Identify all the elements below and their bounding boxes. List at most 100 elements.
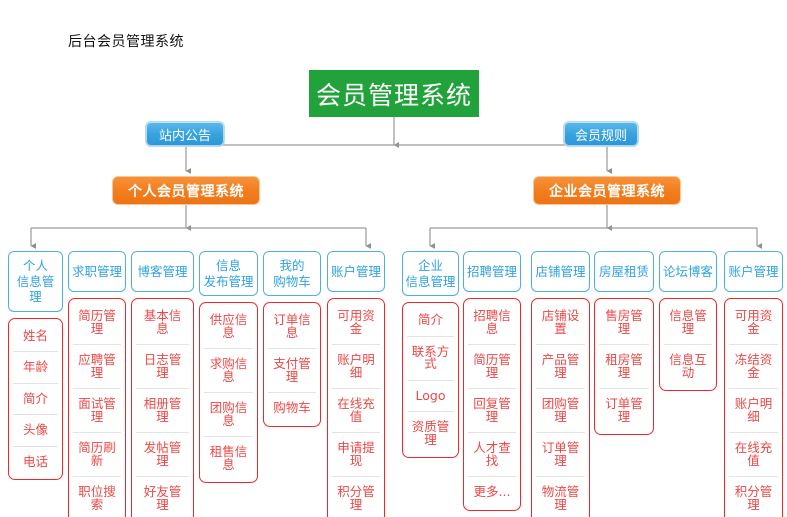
column-header[interactable]: 博客管理 [131, 251, 194, 292]
column-header-line: 企业 [417, 258, 443, 273]
list-item[interactable]: 积分管理 [332, 476, 380, 517]
list-item[interactable]: 订单管理 [599, 388, 649, 432]
list-item[interactable]: 产品管理 [536, 344, 585, 388]
column-header[interactable]: 信息发布管理 [199, 251, 258, 297]
list-item[interactable]: 团购信息 [204, 392, 253, 436]
list-item[interactable]: 人才查找 [468, 432, 516, 476]
column-group: 个人信息管理姓名年龄简介头像电话 [8, 251, 63, 481]
node-member-rules[interactable]: 会员规则 [563, 121, 639, 147]
list-item[interactable]: 简历刷新 [73, 432, 121, 476]
list-item[interactable]: 店铺设置 [541, 308, 580, 336]
list-item[interactable]: Logo [407, 379, 454, 412]
list-item[interactable]: 头像 [13, 414, 58, 446]
list-item[interactable]: 订单信息 [273, 312, 311, 340]
list-item[interactable]: 支付管理 [268, 348, 316, 392]
list-item[interactable]: 资质管理 [407, 411, 454, 455]
list-item[interactable]: 招聘信息 [473, 308, 511, 336]
column-header[interactable]: 企业信息管理 [402, 251, 459, 297]
column-header[interactable]: 账户管理 [724, 251, 783, 292]
list-item[interactable]: 简历管理 [468, 344, 516, 388]
list-item[interactable]: 电话 [13, 445, 58, 478]
root-node-membership-system[interactable]: 会员管理系统 [309, 70, 479, 117]
column-item-list: 可用资金账户明细在线充值申请提现积分管理 [327, 298, 385, 517]
list-item[interactable]: 物流管理 [536, 476, 585, 517]
list-item[interactable]: 信息互动 [664, 344, 712, 388]
list-item[interactable]: 联系方式 [407, 335, 454, 380]
node-site-announcement[interactable]: 站内公告 [145, 121, 225, 147]
list-item[interactable]: 租房管理 [599, 344, 649, 388]
column-header[interactable]: 论坛博客 [659, 251, 717, 292]
list-item[interactable]: 简介 [13, 382, 58, 415]
list-item[interactable]: 可用资金 [337, 308, 375, 336]
column-header-line: 信息管理 [16, 273, 55, 305]
list-item[interactable]: 发帖管理 [136, 432, 189, 476]
list-item[interactable]: 简介 [417, 312, 443, 328]
column-group: 账户管理可用资金冻结资金账户明细在线充值积分管理 [724, 251, 783, 517]
column-group: 博客管理基本信息日志管理相册管理发帖管理好友管理 [131, 251, 194, 517]
list-item[interactable]: 相册管理 [136, 388, 189, 432]
column-header-line: 博客管理 [137, 263, 188, 279]
column-header-line: 账户管理 [728, 263, 779, 279]
list-item[interactable]: 申请提现 [332, 432, 380, 476]
node-personal-member-system[interactable]: 个人会员管理系统 [112, 176, 260, 205]
list-item[interactable]: 更多... [468, 476, 516, 508]
column-header-line: 房屋租赁 [598, 263, 649, 279]
list-item[interactable]: 求购信息 [204, 348, 253, 392]
list-item[interactable]: 姓名 [22, 327, 48, 343]
column-item-list: 可用资金冻结资金账户明细在线充值积分管理 [724, 298, 783, 517]
column-group: 论坛博客信息管理信息互动 [659, 251, 717, 391]
list-item[interactable]: 冻结资金 [729, 344, 778, 388]
column-header[interactable]: 个人信息管理 [8, 251, 63, 312]
column-header[interactable]: 我的购物车 [263, 251, 321, 297]
column-header-line: 论坛博客 [662, 263, 713, 279]
list-item[interactable]: 账户明细 [729, 388, 778, 432]
list-item[interactable]: 售房管理 [605, 308, 643, 336]
column-header-line: 个人 [22, 258, 48, 273]
column-item-list: 姓名年龄简介头像电话 [8, 317, 63, 481]
column-header[interactable]: 求职管理 [68, 251, 126, 292]
column-item-list: 简历管理应聘管理面试管理简历刷新职位搜索 [68, 298, 126, 517]
column-group: 账户管理可用资金账户明细在线充值申请提现积分管理 [327, 251, 385, 517]
list-item[interactable]: 信息管理 [669, 308, 707, 336]
list-item[interactable]: 好友管理 [136, 476, 189, 517]
list-item[interactable]: 供应信息 [209, 312, 248, 340]
list-item[interactable]: 在线充值 [332, 388, 380, 432]
list-item[interactable]: 回复管理 [468, 388, 516, 432]
column-item-list: 店铺设置产品管理团购管理订单管理物流管理 [531, 298, 590, 517]
node-enterprise-member-system[interactable]: 企业会员管理系统 [533, 176, 681, 205]
column-header-line: 信息 [215, 258, 241, 273]
list-item[interactable]: 可用资金 [734, 308, 773, 336]
list-item[interactable]: 基本信息 [143, 308, 182, 336]
column-group: 招聘管理招聘信息简历管理回复管理人才查找更多... [463, 251, 521, 511]
column-header[interactable]: 房屋租赁 [594, 251, 654, 292]
list-item[interactable]: 简历管理 [78, 308, 116, 336]
list-item[interactable]: 日志管理 [136, 344, 189, 388]
column-header-line: 我的 [279, 258, 305, 273]
list-item[interactable]: 职位搜索 [73, 476, 121, 517]
list-item[interactable]: 应聘管理 [73, 344, 121, 388]
column-header-line: 店铺管理 [535, 263, 586, 279]
list-item[interactable]: 在线充值 [729, 432, 778, 476]
list-item[interactable]: 订单管理 [536, 432, 585, 476]
column-group: 我的购物车订单信息支付管理购物车 [263, 251, 321, 427]
column-header-line: 招聘管理 [466, 263, 517, 279]
list-item[interactable]: 面试管理 [73, 388, 121, 432]
column-item-list: 订单信息支付管理购物车 [263, 302, 321, 427]
list-item[interactable]: 账户明细 [332, 344, 380, 388]
column-item-list: 供应信息求购信息团购信息租售信息 [199, 302, 258, 484]
list-item[interactable]: 团购管理 [536, 388, 585, 432]
list-item[interactable]: 租售信息 [204, 436, 253, 480]
column-header-line: 求职管理 [71, 263, 122, 279]
list-item[interactable]: 积分管理 [729, 476, 778, 517]
column-header-line: 信息管理 [405, 273, 456, 289]
list-item[interactable]: 年龄 [13, 351, 58, 383]
list-item[interactable]: 购物车 [268, 392, 316, 424]
column-header[interactable]: 账户管理 [327, 251, 385, 292]
column-header[interactable]: 招聘管理 [463, 251, 521, 292]
column-item-list: 售房管理租房管理订单管理 [594, 298, 654, 435]
column-item-list: 基本信息日志管理相册管理发帖管理好友管理 [131, 298, 194, 517]
column-header[interactable]: 店铺管理 [531, 251, 590, 292]
